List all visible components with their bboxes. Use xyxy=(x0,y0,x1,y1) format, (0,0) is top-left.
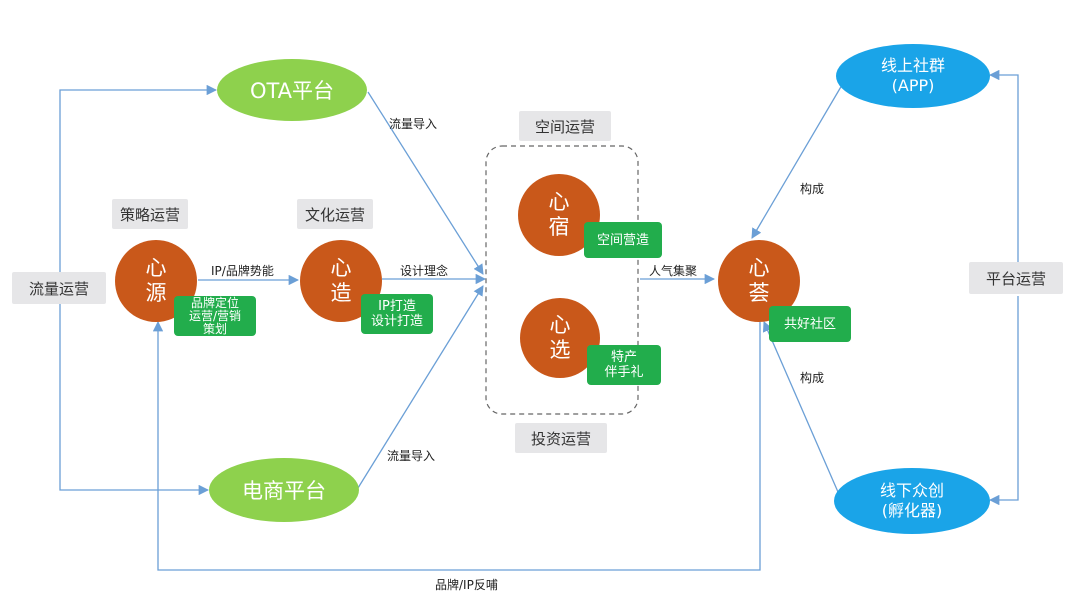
xinzao-char1: 心 xyxy=(330,256,352,280)
xinxuan-node: 心 选 xyxy=(520,298,600,378)
xinyuan-char2: 源 xyxy=(145,281,167,305)
ecommerce-platform-node: 电商平台 xyxy=(209,458,359,522)
ota-platform-node: OTA平台 xyxy=(217,59,367,121)
strategy-ops-tag: 策略运营 xyxy=(112,199,188,229)
online-community-line1: 线上社群 xyxy=(880,56,945,75)
offline-to-hui-line xyxy=(762,321,839,493)
offline-incubator-line1: 线下众创 xyxy=(879,481,944,500)
traffic-in-bottom-label: 流量导入 xyxy=(387,449,436,463)
online-community-node: 线上社群 (APP) xyxy=(836,44,990,108)
culture-ops-tag: 文化运营 xyxy=(297,199,373,229)
ip-brand-momentum-label: IP/品牌势能 xyxy=(211,264,274,278)
space-build-tag: 空间营造 xyxy=(584,222,662,258)
xinhui-char1: 心 xyxy=(748,256,770,280)
brand-positioning-line3: 策划 xyxy=(202,321,227,336)
brand-positioning-line2: 运营/营销 xyxy=(188,308,242,323)
platform-to-offline-line xyxy=(988,296,1019,506)
xinhui-char2: 荟 xyxy=(748,281,770,305)
brand-positioning-tag: 品牌定位 运营/营销 策划 xyxy=(174,296,256,336)
invest-ops-tag: 投资运营 xyxy=(515,423,607,453)
traffic-ops-tag: 流量运营 xyxy=(12,272,106,304)
compose-top-label: 构成 xyxy=(800,182,825,196)
design-concept-label: 设计理念 xyxy=(400,264,449,278)
brand-ip-feedback-label: 品牌/IP反哺 xyxy=(435,578,498,592)
xinyuan-char1: 心 xyxy=(145,256,167,280)
feedback-loop-line xyxy=(152,320,761,571)
brand-positioning-line1: 品牌定位 xyxy=(190,295,239,310)
online-community-line2: (APP) xyxy=(891,76,935,95)
xinzao-char2: 造 xyxy=(330,281,352,305)
specialty-gift-tag: 特产 伴手礼 xyxy=(587,345,661,385)
xinxuan-char1: 心 xyxy=(549,313,571,337)
popularity-gathering-label: 人气集聚 xyxy=(649,264,698,278)
ecommerce-platform-label: 电商平台 xyxy=(242,479,326,503)
ip-design-line2: 设计打造 xyxy=(370,314,423,329)
ip-design-line1: IP打造 xyxy=(378,299,416,314)
ota-to-cluster-line xyxy=(367,91,484,275)
ota-platform-label: OTA平台 xyxy=(249,79,335,103)
platform-ops-tag: 平台运营 xyxy=(969,262,1063,294)
specialty-gift-line2: 伴手礼 xyxy=(604,365,644,380)
ecommerce-to-cluster-line xyxy=(357,285,484,489)
offline-incubator-node: 线下众创 (孵化器) xyxy=(834,468,990,534)
xinsu-char2: 宿 xyxy=(548,215,570,239)
shared-community-tag: 共好社区 xyxy=(769,306,851,342)
compose-bottom-label: 构成 xyxy=(800,371,825,385)
offline-incubator-line2: (孵化器) xyxy=(881,501,943,520)
traffic-to-ota-line xyxy=(59,84,218,272)
traffic-in-top-label: 流量导入 xyxy=(389,117,438,131)
xinsu-char1: 心 xyxy=(548,190,570,214)
space-ops-tag: 空间运营 xyxy=(519,111,611,141)
cluster-dashed-box xyxy=(485,145,639,415)
traffic-to-ecommerce-line xyxy=(59,304,210,496)
platform-to-online-line xyxy=(988,69,1019,262)
online-to-hui-line xyxy=(751,84,843,239)
specialty-gift-line1: 特产 xyxy=(610,350,637,365)
xinxuan-char2: 选 xyxy=(549,338,571,362)
ip-design-tag: IP打造 设计打造 xyxy=(361,294,433,334)
